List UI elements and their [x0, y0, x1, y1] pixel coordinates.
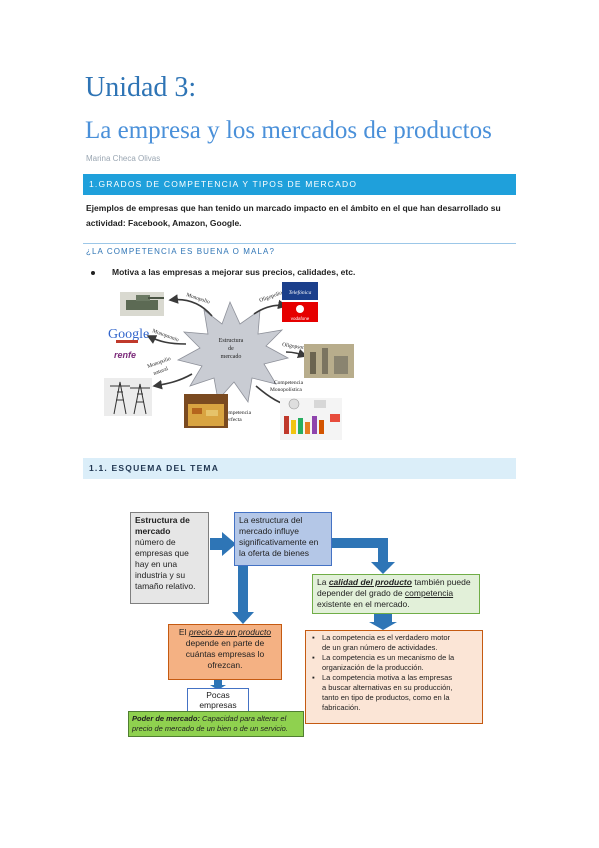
list-item-1-line-2: de un gran número de actividades. — [322, 643, 438, 652]
box-market-structure: Estructura de mercado número de empresas… — [130, 512, 209, 604]
box-few-line-1: Pocas — [206, 690, 230, 700]
list-item-3-line-1: La competencia motiva a las empresas — [322, 673, 453, 682]
list-item-3-line-3: tanto en tipo de productos, como en la — [322, 693, 450, 702]
box-market-structure-line-2: empresas que — [135, 548, 189, 558]
section-heading-1: 1.GRADOS DE COMPETENCIA Y TIPOS DE MERCA… — [83, 174, 516, 195]
market-stall-image — [184, 394, 228, 428]
list-item-3: ▪ La competencia motiva a las empresas a… — [310, 673, 478, 713]
box-influence-line-1: La estructura del — [239, 515, 303, 525]
list-item-2-line-1: La competencia es un mecanismo de la — [322, 653, 455, 662]
box-price-line-2: cuántas empresas lo — [185, 649, 265, 659]
vodafone-logo: vodafone — [282, 302, 318, 322]
box-market-structure-line-1: número de — [135, 537, 176, 547]
google-logo: Google — [108, 327, 149, 343]
svg-text:renfe: renfe — [114, 350, 136, 360]
list-item-2: ▪ La competencia es un mecanismo de la o… — [310, 653, 478, 673]
label-competencia-monopolistica-1: Competencia — [274, 380, 304, 386]
box-influence: La estructura del mercado influye signif… — [234, 512, 332, 566]
box-price-line-3: ofrezcan. — [207, 660, 243, 670]
box-price: El precio de un producto depende en part… — [168, 624, 282, 680]
question-heading: ¿LA COMPETENCIA ES BUENA O MALA? — [86, 247, 276, 256]
brands-image — [280, 398, 342, 440]
label-competencia-perfecta-2: perfecta — [224, 416, 242, 423]
box-power-bold: Poder de mercado: — [132, 714, 200, 723]
arrow-price-to-few — [210, 680, 226, 690]
box-market-structure-line-5: tamaño relativo. — [135, 581, 196, 591]
center-label-1: Estructura — [219, 338, 244, 344]
arrow-quality-to-list — [369, 614, 397, 630]
box-market-structure-line-4: industria y su — [135, 570, 186, 580]
section-heading-2: 1.1. ESQUEMA DEL TEMA — [83, 458, 516, 479]
intro-paragraph: Ejemplos de empresas que han tenido un m… — [86, 203, 501, 228]
arrow-structure-to-influence — [210, 532, 236, 556]
label-monopolio-natural-2: natural — [153, 366, 170, 377]
box-price-line-1: depende en parte de — [185, 638, 265, 648]
arrow-monopolio — [168, 294, 213, 317]
bullet-dot — [91, 271, 95, 275]
label-competencia-monopolistica-2: Monopolística — [270, 387, 302, 393]
box-quality-prefix: La — [317, 577, 329, 587]
label-oligopsonio: Oligopsonio — [282, 342, 310, 352]
author: Marina Checa Olivas — [86, 154, 161, 163]
label-competencia-perfecta-1: Competencia — [222, 410, 252, 416]
unit-subtitle: La empresa y los mercados de productos — [85, 117, 492, 144]
arrow-monopsonio — [146, 335, 187, 345]
box-quality-line2a: depender del grado de — [317, 588, 405, 598]
list-item-1: ▪ La competencia es el verdadero motor d… — [310, 633, 478, 653]
box-quality: La calidad del producto también puede de… — [312, 574, 480, 614]
unit-title: Unidad 3: — [85, 72, 197, 103]
arrow-influence-to-quality — [330, 538, 395, 574]
box-influence-line-3: significativamente en — [239, 537, 319, 547]
center-label-2: de — [228, 346, 234, 352]
box-market-structure-line-3: hay en una — [135, 559, 178, 569]
list-item-1-line-1: La competencia es el verdadero motor — [322, 633, 450, 642]
svg-text:vodafone: vodafone — [291, 316, 310, 321]
box-few-companies: Pocas empresas — [187, 688, 249, 712]
svg-text:Telefónica: Telefónica — [289, 289, 312, 296]
telefonica-logo: Telefónica — [282, 282, 318, 300]
box-quality-mid: también puede — [411, 577, 471, 587]
factory-image — [304, 344, 354, 378]
box-market-power: Poder de mercado: Capacidad para alterar… — [128, 711, 304, 737]
question-divider — [83, 243, 516, 244]
box-market-structure-title: Estructura de mercado — [135, 515, 190, 536]
center-label-3: mercado — [221, 354, 242, 360]
svg-text:Google: Google — [108, 327, 149, 342]
box-influence-line-2: mercado influye — [239, 526, 300, 536]
arrow-monopolio-natural — [152, 373, 193, 390]
list-item-3-line-4: fabricación. — [322, 703, 361, 712]
market-structure-diagram: Estructura de mercado Monopolio Oligopol… — [104, 282, 354, 440]
box-quality-line3: existente en el mercado. — [317, 599, 410, 609]
box-power-rest1: Capacidad para alterar el — [199, 714, 287, 723]
box-price-prefix: El — [178, 627, 189, 637]
tank-image — [120, 292, 164, 316]
power-towers-image — [104, 378, 152, 416]
box-price-emph: precio de un producto — [188, 627, 272, 637]
renfe-logo: renfe — [114, 350, 136, 360]
box-quality-emph: calidad del producto — [328, 577, 412, 587]
list-item-3-line-2: a buscar alternativas en su producción, — [322, 683, 453, 692]
box-power-rest2: precio de mercado de un bien o de un ser… — [132, 724, 288, 733]
box-few-line-2: empresas — [199, 700, 237, 710]
box-quality-line2b: competencia — [404, 588, 454, 598]
center-star — [176, 300, 290, 404]
list-item-2-line-2: organización de la producción. — [322, 663, 424, 672]
bullet-text: Motiva a las empresas a mejorar sus prec… — [112, 267, 356, 277]
box-competition-list: ▪ La competencia es el verdadero motor d… — [305, 630, 483, 724]
arrow-influence-to-price — [232, 566, 254, 624]
box-influence-line-4: la oferta de bienes — [239, 548, 309, 558]
